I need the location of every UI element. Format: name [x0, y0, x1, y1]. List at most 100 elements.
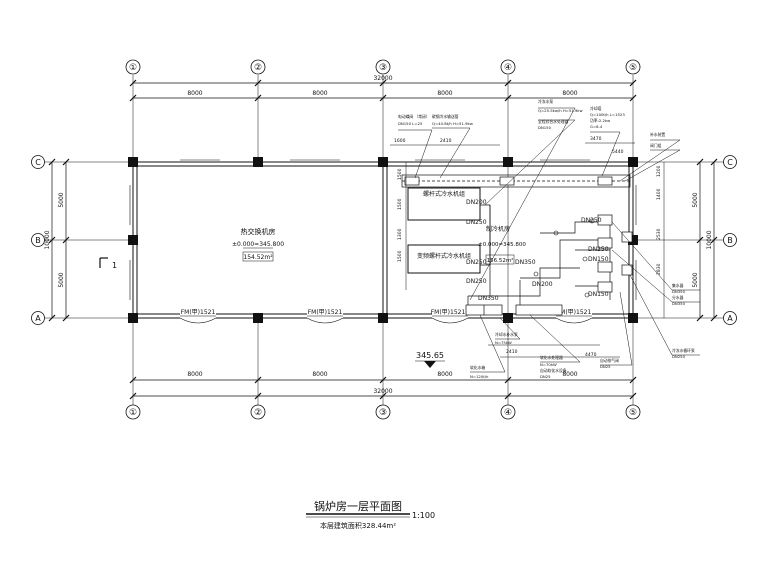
row-dimension: 5000: [58, 192, 65, 207]
grid-bubble-labels-top: ① ② ③ ④ ⑤: [129, 63, 637, 73]
callout-line: DN250: [672, 354, 686, 359]
pipe-valves: [404, 176, 613, 186]
grid-label: ①: [129, 63, 137, 73]
small-dim: 4470: [585, 352, 597, 358]
grid-label: ④: [504, 408, 512, 418]
callout-line: 软化水处理器: [540, 355, 563, 360]
small-dim: 5440: [612, 149, 624, 155]
pipe-size: DN250: [588, 246, 609, 253]
grid-label: ③: [379, 408, 387, 418]
drawing-title: 锅炉房一层平面图: [314, 500, 402, 513]
level-marker: 345.65: [415, 351, 445, 368]
callout-line: 分水器: [672, 295, 684, 300]
chiller-unit-bottom: 变频螺杆式冷水机组: [407, 244, 481, 274]
side-dimension-labels: 5000 5000 10000 5000 5000 10000: [44, 192, 713, 287]
callout-line: DN25: [540, 374, 551, 379]
grid-label: B: [35, 236, 41, 245]
bay-dimension: 8000: [437, 371, 452, 378]
grid-label: A: [727, 314, 733, 323]
callout-line: 自动软化水设备: [540, 368, 567, 373]
grid-label: ②: [254, 63, 262, 73]
bay-dimension: 8000: [312, 90, 327, 97]
callout-line: N=70kW: [540, 362, 557, 367]
chiller-room-labels: 制冷机房 ±0.000=345.800 156.52m²: [478, 225, 526, 264]
section-mark: 1: [99, 257, 117, 270]
door-swings: [179, 315, 593, 324]
bay-dimension: 8000: [187, 90, 202, 97]
grid-label: ⑤: [629, 63, 637, 73]
grid-label: ④: [504, 63, 512, 73]
small-dim: 1300: [397, 228, 403, 240]
small-dim: 2410: [440, 138, 452, 144]
small-dim: 2530: [656, 228, 662, 240]
callout-line: N=120t/h: [470, 374, 489, 379]
bay-dimension: 8000: [187, 371, 202, 378]
door-label: FM(甲)1521: [308, 309, 343, 316]
grid-bubbles-side: [31, 155, 737, 325]
unit-label: 螺杆式冷水机组: [423, 190, 465, 198]
grid-label: B: [727, 236, 733, 245]
interior-dimensions: 1600 2410 3470 4470 2410 5440 1500 1500 …: [394, 136, 662, 358]
pipe-size: DN250: [581, 217, 602, 224]
door-label: FM(甲)1521: [181, 309, 216, 316]
pipe-size: DN350: [478, 295, 499, 302]
callout-line: DN350: [672, 301, 686, 306]
callout-line: Q=25.5kw/h H=51.9kw: [538, 108, 583, 113]
callout-line: DN150: [538, 125, 552, 130]
callout-line: G=6.4: [590, 124, 603, 129]
small-dim: 1500: [397, 198, 403, 210]
callout-line: 集水器: [672, 283, 684, 288]
chiller-unit-top: 螺杆式冷水机组: [407, 187, 481, 221]
callout-line: DN25: [600, 364, 611, 369]
unit-label: 变频螺杆式冷水机组: [417, 252, 471, 260]
pipe-size: DN250: [466, 259, 487, 266]
callout-line: 冷却塔: [590, 106, 602, 111]
small-dim: 1400: [656, 188, 662, 200]
callout-line: N=75kW: [495, 340, 512, 345]
grid-label: C: [727, 158, 733, 167]
grid-label: ③: [379, 63, 387, 73]
small-dim: 1500: [397, 250, 403, 262]
pipe-size: DN200: [466, 199, 487, 206]
callout-line: DN350: [672, 289, 686, 294]
room-name: 热交换机房: [241, 227, 276, 236]
small-dim: 3470: [590, 136, 602, 142]
room-elevation: ±0.000=345.800: [478, 242, 526, 248]
callout-line: 冷冻水循环泵: [672, 348, 695, 353]
pipe-size: DN250: [466, 219, 487, 226]
callout-line: 阀门组: [650, 143, 662, 148]
room-area: 154.52m²: [243, 254, 273, 261]
building-walls: [132, 161, 634, 319]
callout-line: 全程综合水处理器: [538, 119, 569, 124]
room-name: 制冷机房: [486, 225, 510, 233]
structural-columns: [128, 157, 638, 323]
door-labels: FM(甲)1521 FM(甲)1521 FM(甲)1521 FM(甲)1521: [181, 309, 592, 316]
callout-texts: 电动蝶阀 （常闭） DN150 L=25 碳钢冷水输送管 Q=40.8t/h H…: [398, 99, 695, 379]
level-value: 345.65: [416, 351, 444, 360]
callout-line: 补水装置: [650, 132, 665, 137]
floor-area-note: 本层建筑面积328.44m²: [320, 521, 396, 530]
piping-network: [467, 204, 611, 310]
area-box: [485, 254, 515, 265]
bottom-dimension-labels: 8000 8000 8000 8000 32000: [187, 371, 577, 395]
callout-line: 软化水箱: [470, 365, 485, 370]
callout-line: 电动蝶阀 （常闭）: [398, 114, 430, 119]
grid-label: ⑤: [629, 408, 637, 418]
pipe-labels: DN200 DN250 DN250 DN350 DN250 DN250 DN15…: [466, 199, 609, 302]
water-treatment-tanks: [465, 304, 563, 316]
grid-bubbles-top: [125, 59, 641, 75]
pipe-size: DN150: [588, 256, 609, 263]
callout-line: Q=100t/h L=1523: [590, 112, 625, 117]
grid-label: A: [35, 314, 41, 323]
grid-bubble-labels-bottom: ① ② ③ ④ ⑤: [129, 408, 637, 418]
pipe-size: DN350: [515, 259, 536, 266]
pipe-size: DN150: [588, 291, 609, 298]
small-dim: 1500: [397, 168, 403, 180]
row-dimension: 5000: [692, 272, 699, 287]
callout-line: 冷却水补水泵: [495, 332, 518, 337]
grid-bubbles-bottom: [125, 404, 641, 420]
row-dimension: 5000: [692, 192, 699, 207]
drawing-title-block: 锅炉房一层平面图 1:100 本层建筑面积328.44m²: [306, 500, 435, 530]
interior-dim-lines: [390, 142, 665, 358]
door-label: FM(甲)1521: [431, 309, 466, 316]
